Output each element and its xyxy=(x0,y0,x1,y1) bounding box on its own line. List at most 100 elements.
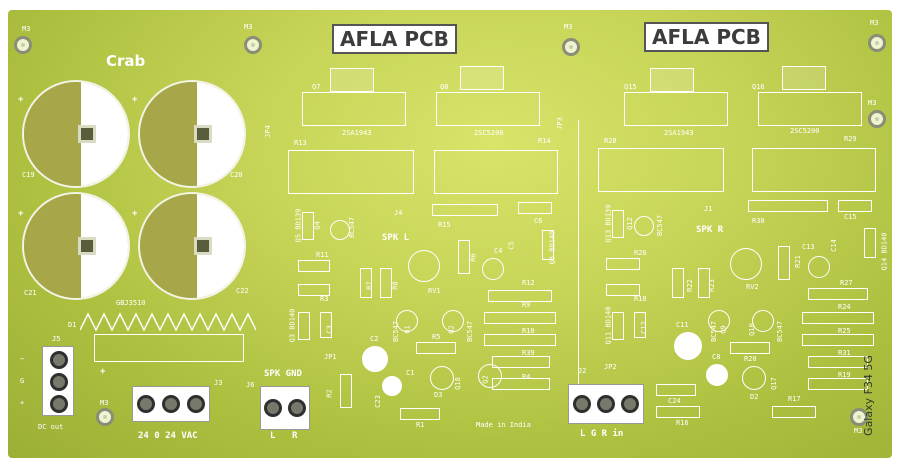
logo-right: AFLA PCB xyxy=(644,22,769,52)
label-r4: R4 xyxy=(522,373,531,381)
resistor-r10 xyxy=(484,334,556,346)
label-d2: D2 xyxy=(750,393,759,401)
resistor-r25 xyxy=(802,334,874,346)
bridge-rectifier xyxy=(94,334,244,362)
mount-hole-br xyxy=(850,408,868,426)
label-r16: R16 xyxy=(676,419,689,427)
resistor-r20 xyxy=(730,342,770,354)
label-q9: Q9 xyxy=(719,325,728,334)
label-r29: R29 xyxy=(844,135,857,143)
resistor-r26 xyxy=(606,258,640,270)
label-q4: Q4 xyxy=(313,221,322,230)
label-r22: R22 xyxy=(685,279,694,292)
label-c11: C11 xyxy=(676,321,689,329)
capacitor-c11 xyxy=(674,332,702,360)
label-q2n: Q2 xyxy=(481,375,490,384)
mount-label: M3 xyxy=(100,399,109,407)
capacitor-c15 xyxy=(838,200,872,212)
capacitor-c22 xyxy=(138,192,246,300)
mount-hole-tm2 xyxy=(562,38,580,56)
label-r2: R2 xyxy=(325,389,334,398)
label-r39: R39 xyxy=(522,349,535,357)
plus-sign: + xyxy=(18,95,24,105)
label-c24: C24 xyxy=(668,397,681,405)
label-j6: J6 xyxy=(246,381,255,389)
transistor-q13 xyxy=(612,210,624,238)
transistor-q2 xyxy=(442,310,464,332)
label-bc547-b: BC547 xyxy=(392,320,401,343)
transistor-q10 xyxy=(752,310,774,332)
label-c19: C19 xyxy=(22,171,35,179)
resistor-r24 xyxy=(802,312,874,324)
label-r26: R26 xyxy=(634,249,647,257)
label-jp1: JP1 xyxy=(324,353,337,361)
terminal-j6 xyxy=(260,386,310,430)
resistor-r18 xyxy=(606,284,640,296)
label-c12: C12 xyxy=(639,321,648,334)
resistor-r19 xyxy=(808,378,868,390)
label-r24: R24 xyxy=(838,303,851,311)
label-r9: R9 xyxy=(522,301,531,309)
part-q8: 2SC5200 xyxy=(474,129,504,137)
label-spk-r: SPK R xyxy=(696,225,724,235)
label-q10: Q10 xyxy=(747,323,756,336)
label-bc547-e: BC547 xyxy=(710,320,719,343)
mount-label: M3 xyxy=(854,427,863,435)
resistor-r23 xyxy=(698,268,710,298)
transistor-q2n xyxy=(478,364,502,388)
label-jp4: JP4 xyxy=(263,125,272,138)
j5-plus: + xyxy=(20,399,25,407)
transistor-q7 xyxy=(330,68,374,92)
resistor-r17 xyxy=(772,406,816,418)
part-q7: 2SA1943 xyxy=(342,129,372,137)
label-j4: J4 xyxy=(394,209,403,217)
label-c15: C15 xyxy=(844,213,857,221)
label-q3: Q3 BD140 xyxy=(288,308,297,343)
label-jp3: JP3 xyxy=(555,117,564,130)
transistor-q14 xyxy=(864,228,876,258)
label-q15: Q15 xyxy=(624,83,637,91)
label-c3: C3 xyxy=(325,325,334,334)
label-c5: C5 xyxy=(507,241,516,250)
label-c1: C1 xyxy=(406,369,415,377)
resistor-r3 xyxy=(298,284,330,296)
label-j2: J2 xyxy=(578,367,587,375)
label-d1: D1 xyxy=(68,321,77,329)
label-r5: R5 xyxy=(432,333,441,341)
label-bc547-c: BC547 xyxy=(466,320,475,343)
heatsink-q7 xyxy=(302,92,406,126)
label-q2: Q2 xyxy=(447,325,456,334)
resistor-r1 xyxy=(400,408,440,420)
transistor-q3 xyxy=(298,312,310,340)
capacitor-c8 xyxy=(706,364,728,386)
made-in-label: Made in India xyxy=(476,421,531,429)
label-r18: R18 xyxy=(634,295,647,303)
heatsink-q15 xyxy=(624,92,728,126)
resistor-r29 xyxy=(752,148,876,192)
label-c23: C23 xyxy=(373,395,382,408)
label-q14: Q14 BD140 xyxy=(880,232,889,271)
label-r15: R15 xyxy=(438,221,451,229)
label-r31: R31 xyxy=(838,349,851,357)
capacitor-c1 xyxy=(382,376,402,396)
capacitor-c2 xyxy=(362,346,388,372)
transistor-q1 xyxy=(396,310,418,332)
terminal-j5 xyxy=(42,346,74,416)
capacitor-c20 xyxy=(138,80,246,188)
label-r21: R21 xyxy=(793,255,802,268)
brand-label: Crab xyxy=(106,52,146,70)
label-r20: R20 xyxy=(744,355,757,363)
transistor-q9 xyxy=(708,310,730,332)
plus-sign: + xyxy=(18,209,24,219)
label-c13: C13 xyxy=(802,243,815,251)
label-r: R xyxy=(292,431,298,441)
mount-label: M3 xyxy=(868,99,877,107)
resistor-r15 xyxy=(432,204,498,216)
resistor-r6 xyxy=(458,240,470,274)
resistor-r7 xyxy=(360,268,372,298)
trimmer-rv1 xyxy=(408,250,440,282)
transistor-q11 xyxy=(612,312,624,340)
part-q16: 2SC5200 xyxy=(790,127,820,135)
resistor-r28 xyxy=(598,148,724,192)
mount-hole-tl xyxy=(14,36,32,54)
